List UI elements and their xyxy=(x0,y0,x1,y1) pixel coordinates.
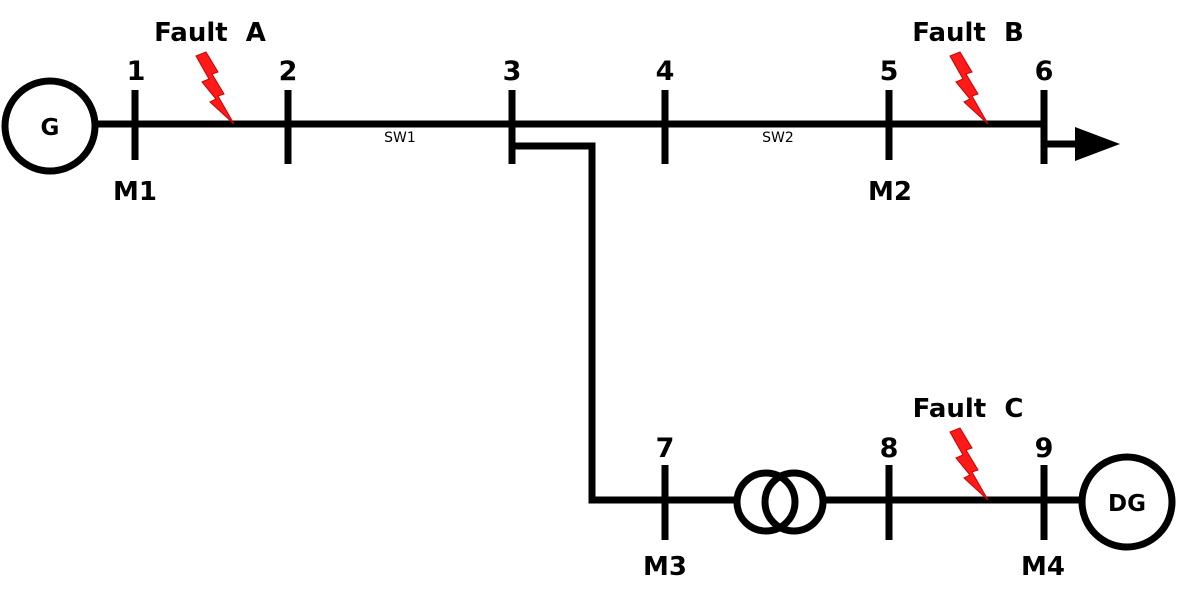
fault-c-label: Fault C xyxy=(913,394,1024,424)
bus-1-label: 1 xyxy=(127,56,146,87)
fault-a-lightning-bolt-icon xyxy=(195,51,235,125)
bus-5-label: 5 xyxy=(880,56,899,87)
switch-sw2-label: SW2 xyxy=(762,130,794,146)
bus-3-label: 3 xyxy=(503,56,522,87)
bus-8-label: 8 xyxy=(880,433,899,464)
bus-9-label: 9 xyxy=(1035,433,1054,464)
grid-generator-label: G xyxy=(41,115,60,141)
fault-b-lightning-bolt-icon xyxy=(949,51,989,125)
bus-4-label: 4 xyxy=(656,56,675,87)
meter-m3-label: M3 xyxy=(643,552,687,582)
meter-m1-label: M1 xyxy=(113,177,157,207)
bus-7-label: 7 xyxy=(656,433,675,464)
distributed-generator-label: DG xyxy=(1108,491,1146,517)
lateral-feeder-line xyxy=(512,142,665,504)
fault-b-label: Fault B xyxy=(912,18,1024,48)
meter-m4-label: M4 xyxy=(1021,552,1065,582)
load-arrow-icon xyxy=(1044,127,1120,161)
bus-2-label: 2 xyxy=(279,56,298,87)
switch-sw1-label: SW1 xyxy=(384,130,416,146)
grid-generator-symbol xyxy=(1,77,99,175)
distributed-generator-symbol xyxy=(1078,453,1176,551)
fault-a-label: Fault A xyxy=(154,18,266,48)
fault-c-lightning-bolt-icon xyxy=(949,427,989,501)
two-winding-transformer-icon xyxy=(733,469,827,535)
meter-m2-label: M2 xyxy=(868,177,912,207)
bus-6-label: 6 xyxy=(1035,56,1054,87)
